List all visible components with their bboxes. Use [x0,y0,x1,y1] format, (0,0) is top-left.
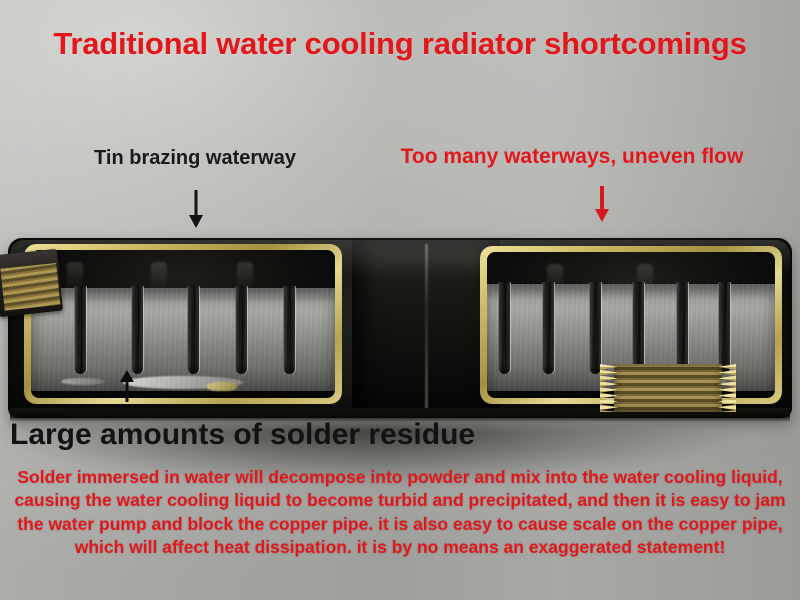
solder-residue [123,375,243,389]
copper-pipe-stub [0,248,64,318]
subheading-solder-residue: Large amounts of solder residue [10,418,476,451]
cavity-pocket [151,261,167,292]
up-arrow-black-icon [119,370,135,402]
waterway-slot [543,282,554,374]
callout-label-tin-brazing-waterway: Tin brazing waterway [94,147,296,169]
waterway-slot [677,282,688,374]
brass-threaded-port [600,364,722,412]
waterway-slot [284,286,295,375]
arrow-head [189,215,203,228]
tank-bottom-lip [10,408,790,422]
waterway-slot [499,282,510,374]
solder-residue-yellow [207,381,237,391]
waterway-slot [590,282,601,374]
waterway-slot [188,286,199,375]
arrow-shaft [600,186,604,211]
arrow-head [120,370,134,382]
waterway-slot [719,282,730,374]
down-arrow-red-icon [594,186,610,222]
waterway-slot [75,286,86,375]
waterway-slot [132,286,143,375]
pipe-threads [0,262,61,311]
description-paragraph: Solder immersed in water will decompose … [14,467,786,558]
callout-label-too-many-waterways: Too many waterways, uneven flow [400,145,744,168]
arrow-shaft [194,190,198,217]
cavity-pocket [67,261,83,292]
waterway-slot [633,282,644,374]
waterway-slot [236,286,247,375]
left-chamber [24,244,342,404]
cavity-pocket [237,261,253,292]
left-chamber-cavity [31,250,335,398]
page-title: Traditional water cooling radiator short… [53,26,747,61]
down-arrow-black-icon [188,190,204,228]
arrow-head [595,209,609,222]
photo-reflection-shadow [0,424,800,488]
arrow-shaft [125,379,129,402]
solder-residue [61,377,105,385]
chamber-floor [31,286,335,391]
radiator-tank-saddle [352,240,500,416]
